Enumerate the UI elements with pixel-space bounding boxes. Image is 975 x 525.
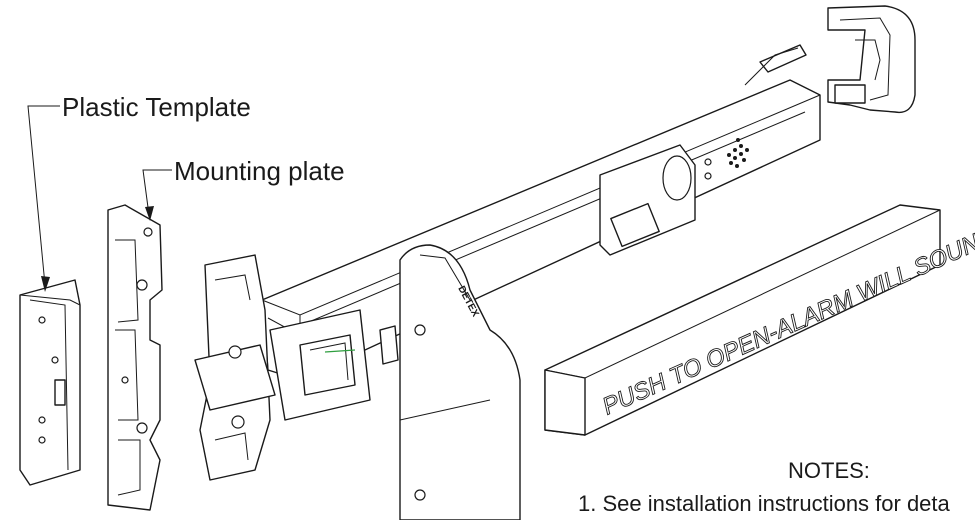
push-pad-cover [544,204,941,436]
notes-item-1: 1. See installation instructions for det… [578,491,951,516]
end-cap [827,5,916,114]
mounting-plate [107,204,163,511]
mounting-plate-leader [142,169,172,216]
plastic-template-leader [27,105,60,286]
front-end [399,244,521,521]
speaker-grille-icon [727,138,749,168]
latch-bracket [194,254,276,481]
notes-heading: NOTES: [788,458,870,483]
mounting-plate-label: Mounting plate [174,156,345,186]
latch-mechanism [269,309,399,421]
alarm-module [599,144,712,256]
plastic-template-label: Plastic Template [62,92,251,122]
plastic-template [19,279,81,486]
